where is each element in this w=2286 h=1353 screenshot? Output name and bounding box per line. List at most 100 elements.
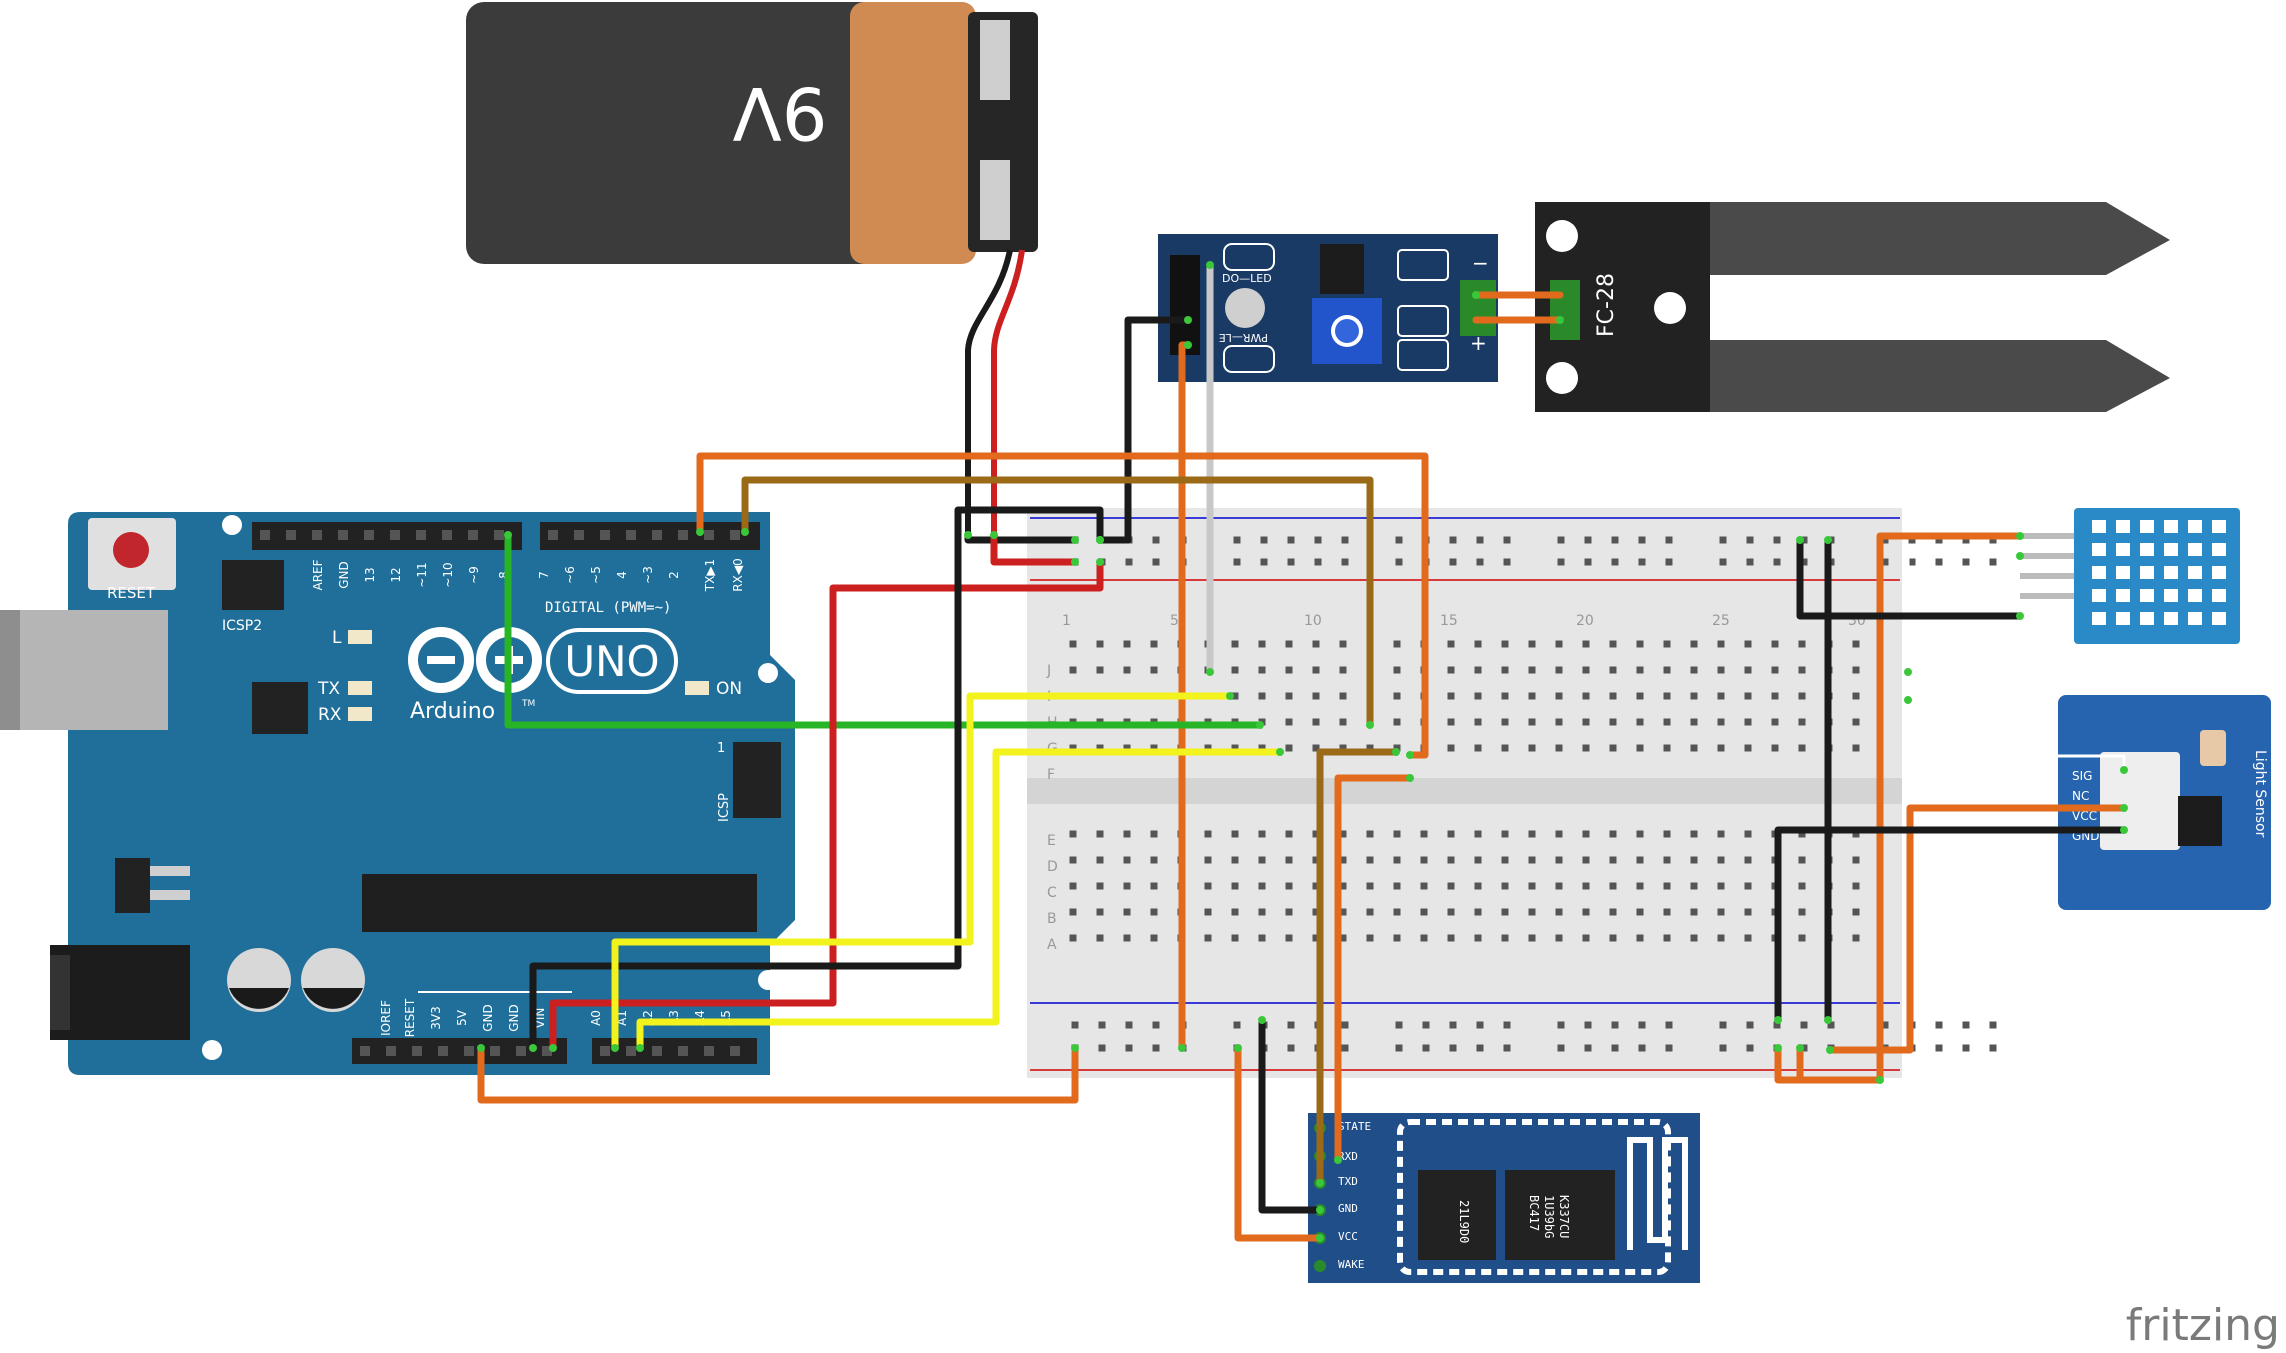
breadboard-hole xyxy=(1852,692,1860,700)
rail-hole xyxy=(1665,1044,1673,1052)
breadboard-hole xyxy=(1204,934,1212,942)
wire-endpoint xyxy=(1406,751,1414,759)
breadboard-hole xyxy=(1528,718,1536,726)
breadboard-hole xyxy=(1528,908,1536,916)
breadboard-hole xyxy=(1285,934,1293,942)
breadboard-hole xyxy=(1150,908,1158,916)
rail-hole xyxy=(1341,536,1349,544)
breadboard-hole xyxy=(1096,882,1104,890)
rail-hole xyxy=(1584,558,1592,566)
breadboard-hole xyxy=(1501,934,1509,942)
breadboard-hole xyxy=(1285,908,1293,916)
dht-vent xyxy=(2188,543,2202,556)
rail-hole xyxy=(1665,1021,1673,1029)
rail-hole xyxy=(1314,536,1322,544)
breadboard-hole xyxy=(1609,934,1617,942)
breadboard-hole xyxy=(1690,830,1698,838)
rail-hole xyxy=(1989,1044,1997,1052)
wire-endpoint xyxy=(2120,766,2128,774)
wire-endpoint xyxy=(549,1044,557,1052)
bt-pin-wake: WAKE xyxy=(1338,1258,1365,1271)
breadboard-hole xyxy=(1339,830,1347,838)
comparator-chip xyxy=(1320,244,1364,294)
rail-hole xyxy=(1233,1021,1241,1029)
wire-endpoint xyxy=(1472,291,1480,299)
rail-hole xyxy=(1233,558,1241,566)
wire-tx-orange xyxy=(696,452,1429,759)
breadboard-hole xyxy=(1690,640,1698,648)
dht-vent xyxy=(2212,566,2226,579)
usb-port xyxy=(0,610,168,730)
bt-chip2-l3: BC417 xyxy=(1527,1195,1541,1231)
wire-endpoint xyxy=(1178,1044,1186,1052)
top-pin-label: ~11 xyxy=(415,562,429,587)
breadboard-hole xyxy=(1096,830,1104,838)
breadboard-hole xyxy=(1528,666,1536,674)
top-pin-label: 2 xyxy=(667,571,681,579)
breadboard-hole xyxy=(1312,934,1320,942)
bt-antenna xyxy=(1627,1137,1688,1250)
breadboard-hole xyxy=(1636,908,1644,916)
dht-vent xyxy=(2116,520,2130,533)
light-sensor-chip xyxy=(2178,796,2222,846)
breadboard-hole xyxy=(1474,856,1482,864)
breadboard-hole xyxy=(1339,692,1347,700)
bt-pin xyxy=(1314,1260,1326,1272)
uno-text: UNO xyxy=(564,637,659,686)
top-pin-label: RX◀0 xyxy=(731,558,745,591)
breadboard-hole xyxy=(1501,692,1509,700)
row-label-a: A xyxy=(1047,937,1057,953)
digital-label: DIGITAL (PWM=~) xyxy=(545,600,671,616)
rail-hole xyxy=(1152,1021,1160,1029)
led-on-label: ON xyxy=(716,679,742,699)
wire-endpoint xyxy=(1206,261,1214,269)
breadboard-hole xyxy=(1744,934,1752,942)
breadboard-hole xyxy=(1501,882,1509,890)
breadboard-hole xyxy=(1582,882,1590,890)
led-rx xyxy=(348,707,372,721)
col-num-10: 10 xyxy=(1304,613,1322,629)
breadboard-hole xyxy=(1717,718,1725,726)
rail-hole xyxy=(1098,1044,1106,1052)
dht-vent xyxy=(2212,520,2226,533)
probe-prong-top xyxy=(1690,202,2170,275)
dht-vent xyxy=(2140,589,2154,602)
breadboard-hole xyxy=(1582,718,1590,726)
wire-endpoint xyxy=(1316,1179,1324,1187)
wire-battery-vin xyxy=(990,531,1079,566)
breadboard-hole xyxy=(1717,856,1725,864)
breadboard-hole xyxy=(1312,856,1320,864)
wire-endpoint xyxy=(964,531,972,539)
breadboard-hole xyxy=(1231,666,1239,674)
minus-label: − xyxy=(1472,251,1489,275)
top-pin-label: 7 xyxy=(537,571,551,579)
breadboard-hole xyxy=(1069,856,1077,864)
rail-hole xyxy=(1125,1044,1133,1052)
plus-label: + xyxy=(1470,331,1487,355)
wire-endpoint xyxy=(1406,774,1414,782)
col-num-5: 5 xyxy=(1170,613,1179,629)
breadboard-hole xyxy=(1366,856,1374,864)
breadboard-hole xyxy=(1258,744,1266,752)
rail-hole xyxy=(1341,1044,1349,1052)
rail-hole xyxy=(1665,558,1673,566)
breadboard-hole xyxy=(1852,718,1860,726)
dht-vent xyxy=(2164,612,2178,625)
usb-chip xyxy=(252,682,308,734)
breadboard-hole xyxy=(1663,692,1671,700)
rail-hole xyxy=(1719,558,1727,566)
breadboard-hole xyxy=(1636,934,1644,942)
breadboard-hole xyxy=(1339,718,1347,726)
wire-endpoint xyxy=(477,1044,485,1052)
bottom-pin-label: 5V xyxy=(455,1009,469,1026)
wire-bt-txd xyxy=(1316,748,1400,1187)
wire-endpoint xyxy=(1316,1234,1324,1242)
wire-ls-gnd xyxy=(1774,826,2128,1024)
rail-hole xyxy=(1638,1044,1646,1052)
breadboard-hole xyxy=(1312,640,1320,648)
breadboard-hole xyxy=(1231,908,1239,916)
breadboard-hole xyxy=(1555,692,1563,700)
dht-vent xyxy=(2164,589,2178,602)
dht-body xyxy=(2074,508,2240,644)
